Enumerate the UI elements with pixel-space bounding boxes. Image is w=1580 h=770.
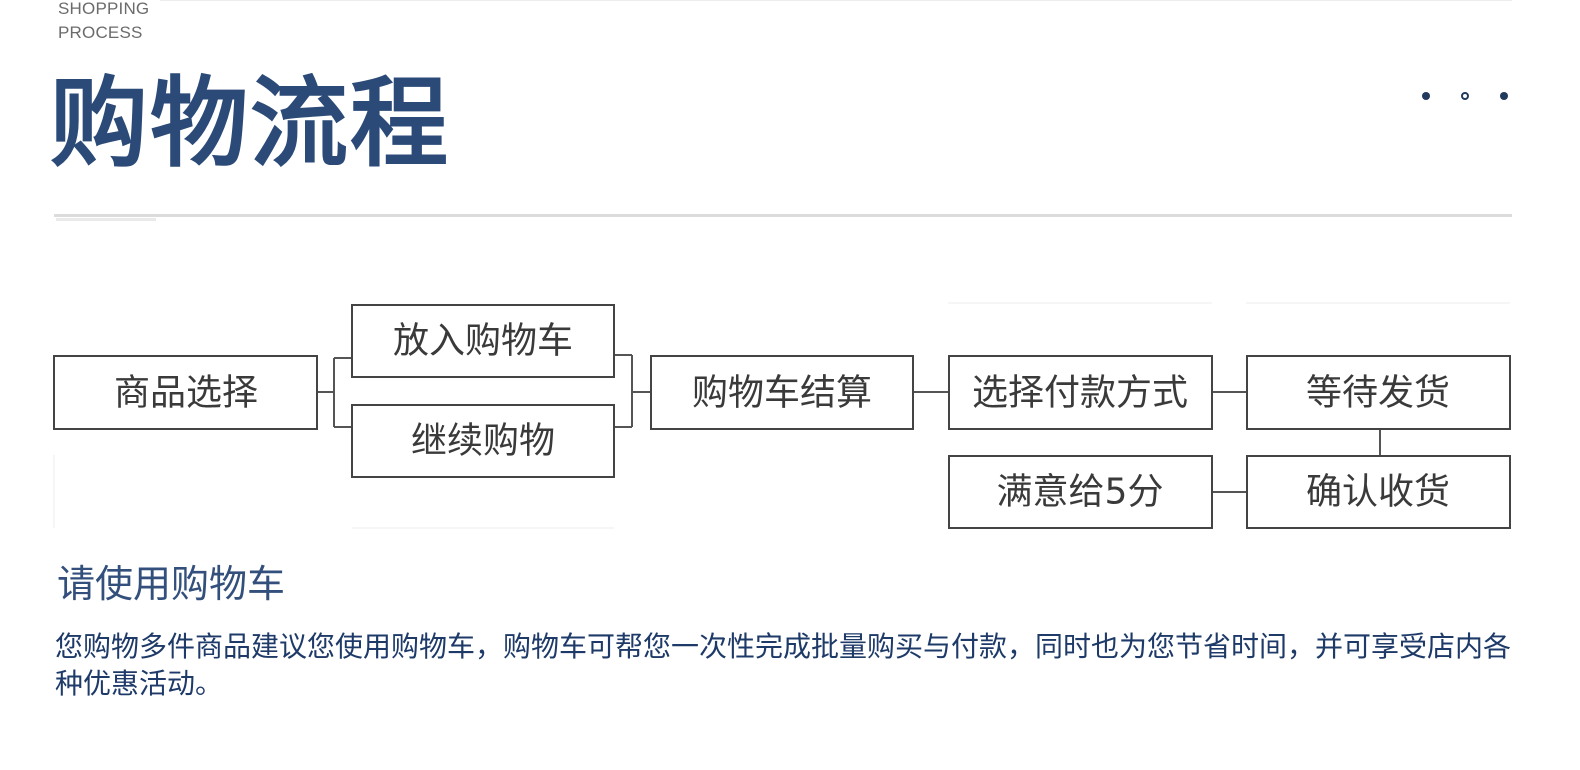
dot-filled-icon <box>1422 92 1430 100</box>
step-wait-shipping: 等待发货 <box>1246 355 1511 430</box>
header-eyebrow: SHOPPING PROCESS <box>58 0 149 45</box>
top-rule <box>160 0 1512 1</box>
section-description: 您购物多件商品建议您使用购物车，购物车可帮您一次性完成批量购买与付款，同时也为您… <box>55 630 1512 700</box>
step-box <box>53 355 318 430</box>
step-label: 等待发货 <box>1306 373 1450 414</box>
step-label: 选择付款方式 <box>972 373 1188 414</box>
step-add-to-cart: 放入购物车 <box>351 304 615 378</box>
step-box <box>1246 355 1511 430</box>
header-divider <box>54 214 1512 217</box>
dot-filled-icon <box>1500 92 1508 100</box>
step-box <box>948 455 1213 529</box>
step-rate-five: 满意给5分 <box>948 455 1213 529</box>
step-continue-shopping: 继续购物 <box>351 404 615 478</box>
step-confirm-receipt: 确认收货 <box>1246 455 1511 529</box>
step-box <box>351 404 615 478</box>
step-box <box>948 355 1213 430</box>
eyebrow-line-2: PROCESS <box>58 23 143 42</box>
dot-outline-icon <box>1461 92 1469 100</box>
flow-connectors <box>317 354 1381 493</box>
eyebrow-line-1: SHOPPING <box>58 0 150 18</box>
decorative-dots <box>1418 88 1514 104</box>
step-box <box>351 304 615 378</box>
step-select: 商品选择 <box>53 355 318 430</box>
step-box <box>1246 455 1511 529</box>
step-label: 确认收货 <box>1306 472 1450 513</box>
step-label: 继续购物 <box>411 421 555 462</box>
step-label: 满意给5分 <box>997 472 1164 513</box>
step-payment-method: 选择付款方式 <box>948 355 1213 430</box>
step-box <box>650 355 914 430</box>
step-label: 购物车结算 <box>692 373 872 414</box>
section-subtitle: 请使用购物车 <box>57 562 286 606</box>
step-label: 放入购物车 <box>393 321 573 362</box>
step-checkout: 购物车结算 <box>650 355 914 430</box>
divider-shadow <box>56 218 156 221</box>
step-label: 商品选择 <box>114 373 258 414</box>
page-title: 购物流程 <box>50 67 451 181</box>
